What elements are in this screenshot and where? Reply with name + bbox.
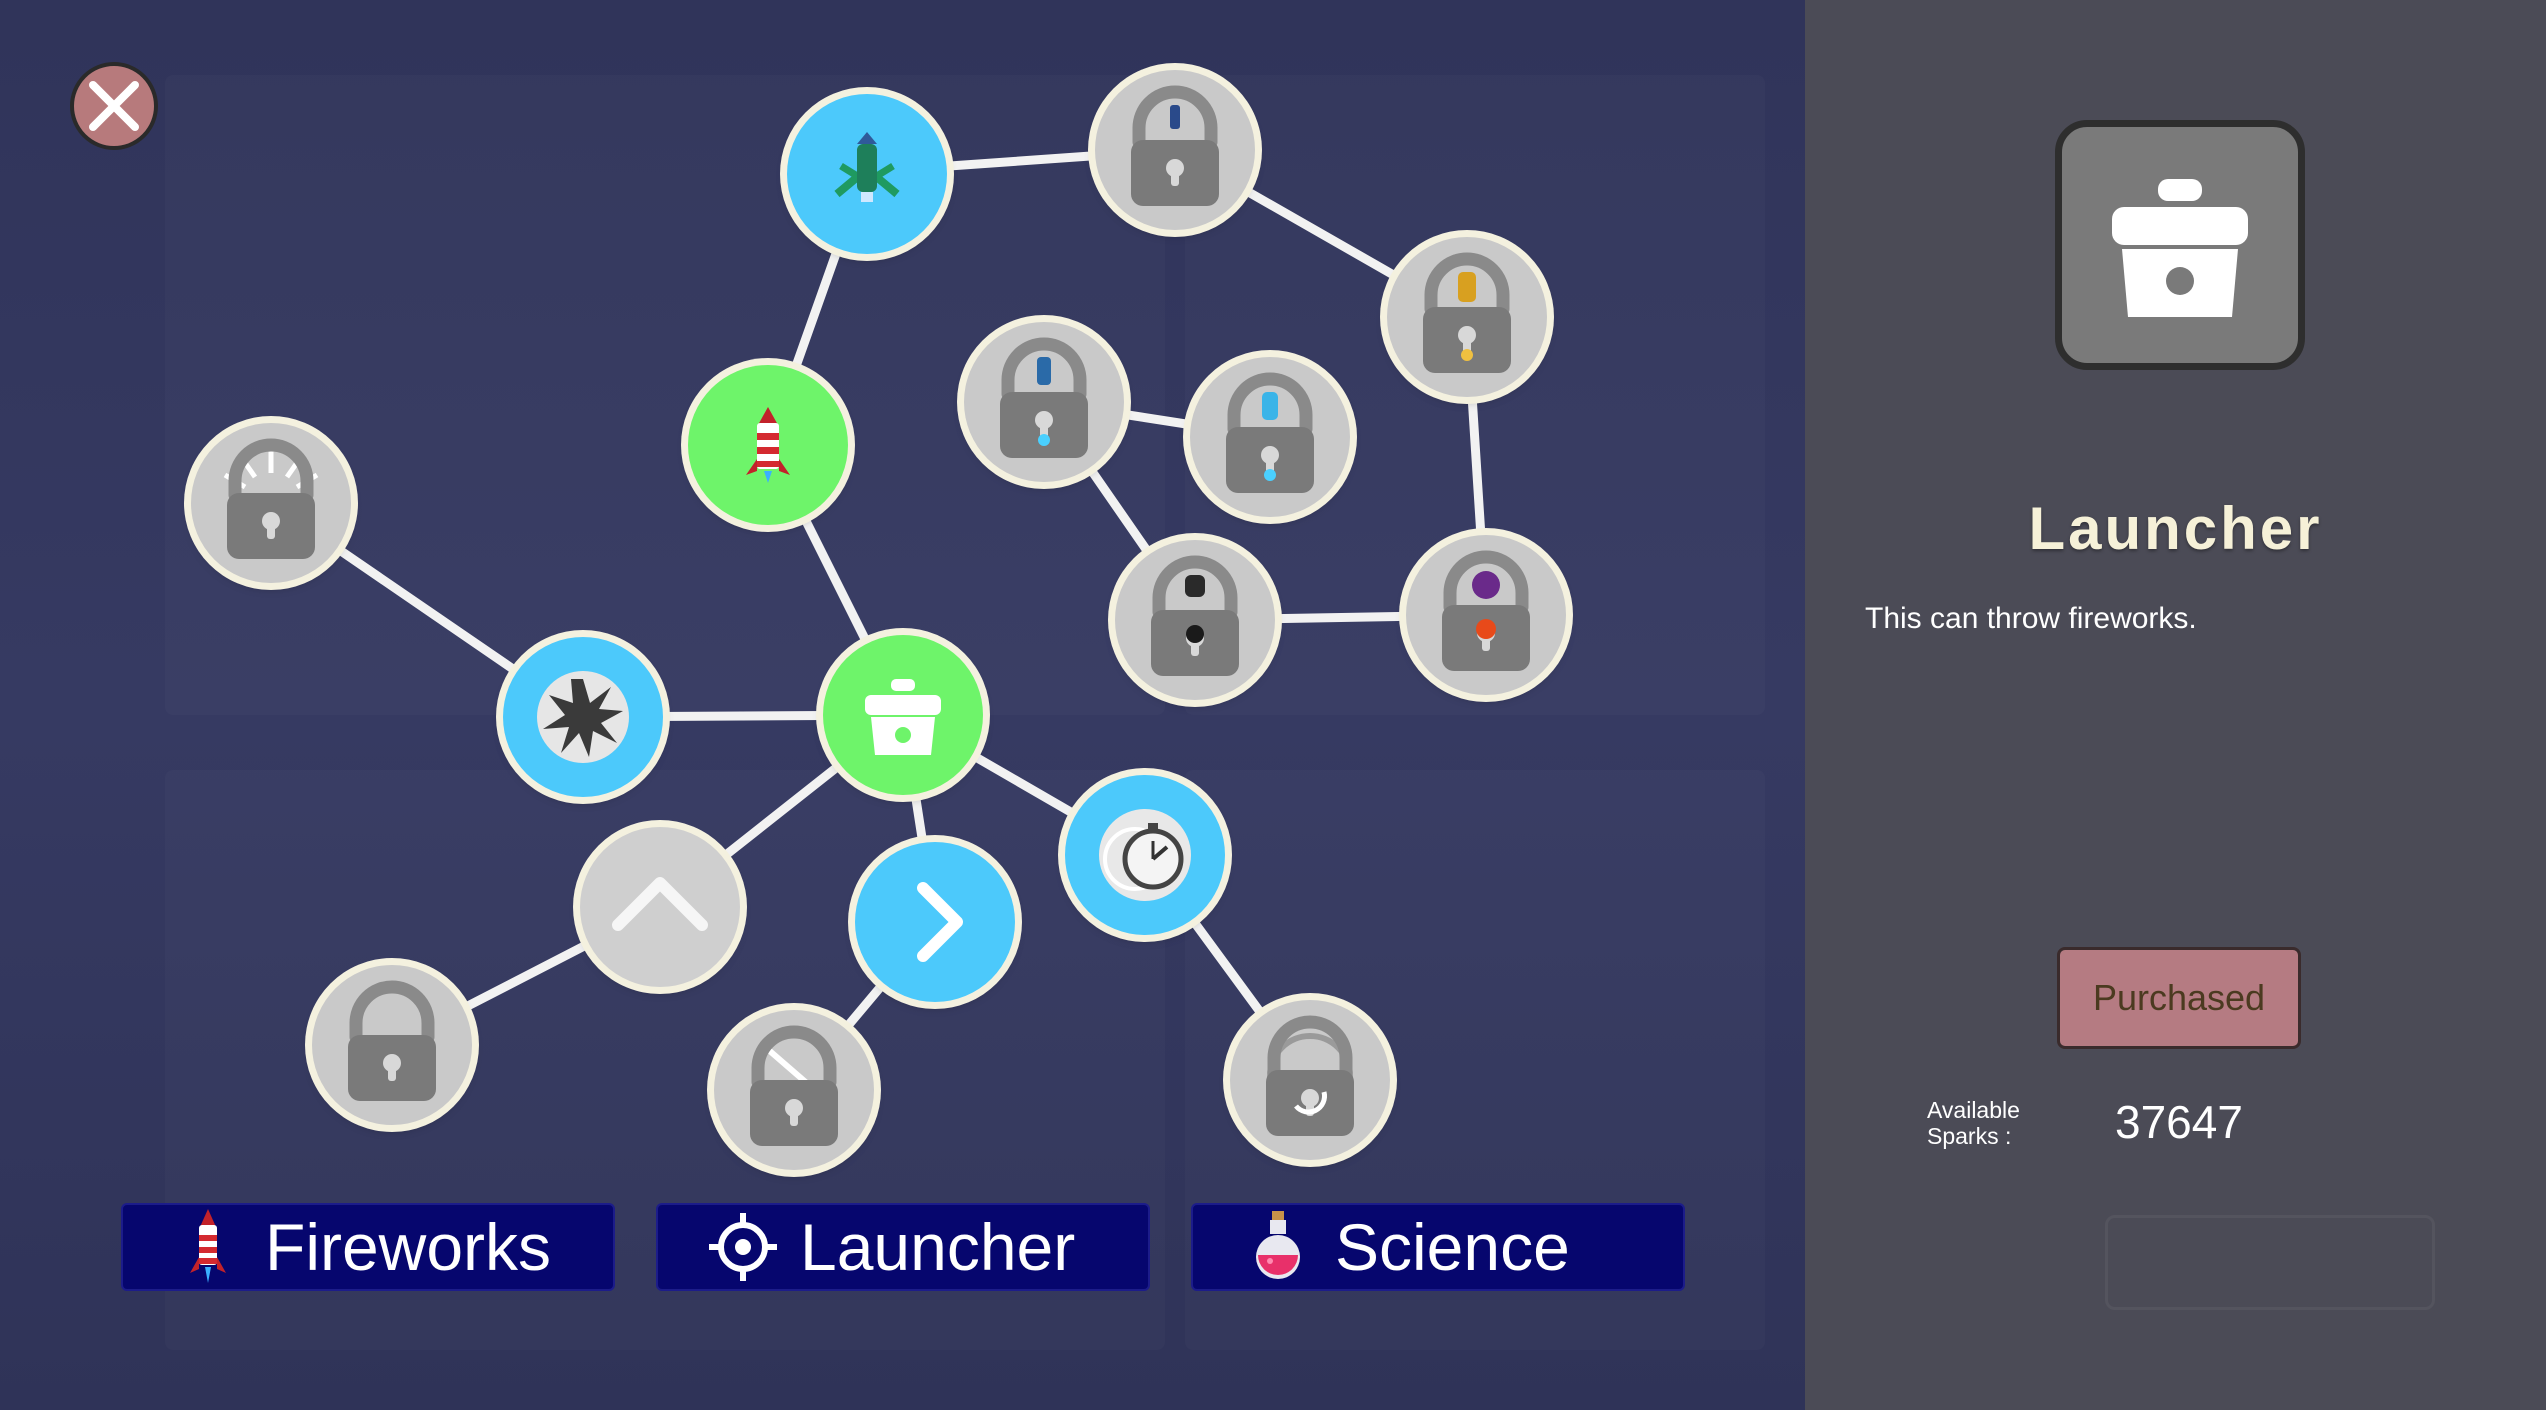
item-description: This can throw fireworks. <box>1865 602 2197 635</box>
item-title: Launcher <box>2028 495 2323 562</box>
node-basic-firework[interactable] <box>688 365 848 525</box>
node-locked-purple[interactable] <box>1406 535 1566 695</box>
purchased-button[interactable]: Purchased <box>2057 947 2301 1049</box>
tab-launcher-label: Launcher <box>800 1210 1076 1284</box>
crosshair-icon <box>698 1203 788 1291</box>
background-ghost-button <box>2105 1215 2435 1310</box>
lock-icon <box>1215 382 1325 492</box>
lock-icon <box>211 443 331 563</box>
node-locked-timer[interactable] <box>1230 1000 1390 1160</box>
item-icon-box <box>2055 120 2305 370</box>
node-explosion[interactable] <box>503 637 663 797</box>
launcher-box-icon <box>2112 179 2248 317</box>
tab-science[interactable]: Science <box>1191 1203 1685 1291</box>
lock-icon <box>1120 95 1230 205</box>
launcher-box-icon <box>865 679 941 755</box>
tab-launcher[interactable]: Launcher <box>656 1203 1150 1291</box>
stopwatch-icon <box>1099 809 1191 901</box>
lock-icon <box>739 1035 849 1145</box>
green-rocket-icon <box>834 132 900 202</box>
node-angle-up[interactable] <box>580 827 740 987</box>
chevron-up-icon <box>612 877 708 931</box>
red-rocket-icon <box>746 407 790 483</box>
node-locked-spark[interactable] <box>191 423 351 583</box>
node-locked-left-bottom[interactable] <box>312 965 472 1125</box>
lock-icon <box>1140 565 1250 675</box>
node-locked-blue-b[interactable] <box>1190 357 1350 517</box>
tab-fireworks[interactable]: Fireworks <box>121 1203 615 1291</box>
close-icon <box>89 81 139 131</box>
lock-icon <box>989 347 1099 457</box>
lock-icon <box>1255 1025 1365 1135</box>
lock-icon <box>1412 262 1522 372</box>
node-seaweed-firework[interactable] <box>787 94 947 254</box>
potion-icon <box>1233 1203 1323 1291</box>
lock-icon <box>1431 560 1541 670</box>
tab-fireworks-label: Fireworks <box>265 1210 552 1284</box>
node-locked-top[interactable] <box>1095 70 1255 230</box>
chevron-right-icon <box>917 882 963 962</box>
node-locked-blue-a[interactable] <box>964 322 1124 482</box>
node-locked-middle-bottom[interactable] <box>714 1010 874 1170</box>
close-button[interactable] <box>70 62 158 150</box>
skill-tree-area: Fireworks Launcher Science <box>0 0 1805 1410</box>
rocket-icon <box>163 1203 253 1291</box>
item-detail-panel: Launcher This can throw fireworks. Purch… <box>1805 0 2546 1410</box>
lock-icon <box>337 990 447 1100</box>
explosion-icon <box>537 671 629 763</box>
node-timer[interactable] <box>1065 775 1225 935</box>
node-launcher[interactable] <box>823 635 983 795</box>
sparks-value: 37647 <box>2115 1096 2243 1148</box>
node-angle-right[interactable] <box>855 842 1015 1002</box>
node-locked-black[interactable] <box>1115 540 1275 700</box>
tab-science-label: Science <box>1335 1210 1570 1284</box>
sparks-label: Available Sparks : <box>1927 1097 2020 1149</box>
node-locked-gold[interactable] <box>1387 237 1547 397</box>
